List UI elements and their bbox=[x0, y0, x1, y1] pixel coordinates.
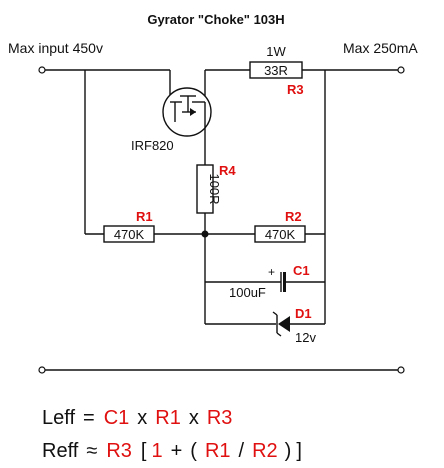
q1-part: IRF820 bbox=[131, 138, 174, 153]
resistor-r1 bbox=[103, 225, 155, 243]
r3-ref: R3 bbox=[287, 82, 304, 97]
reff-plus: + bbox=[171, 440, 183, 462]
r4-ref: R4 bbox=[219, 163, 236, 178]
reff-r2: R2 bbox=[252, 440, 278, 462]
reff-lb: [ bbox=[141, 440, 147, 462]
reff-approx: ≈ bbox=[86, 440, 97, 462]
bottom-right-terminal bbox=[397, 366, 405, 374]
leff-x1: x bbox=[137, 407, 147, 429]
bottom-left-terminal bbox=[38, 366, 46, 374]
reff-lp: ( bbox=[190, 440, 197, 462]
reff-r3: R3 bbox=[106, 440, 132, 462]
leff-eq: = bbox=[83, 407, 95, 429]
zener-d1 bbox=[272, 311, 290, 337]
r2-value: 470K bbox=[265, 227, 296, 242]
resistor-r2 bbox=[254, 225, 306, 243]
output-label: Max 250mA bbox=[343, 40, 418, 56]
d1-ref: D1 bbox=[295, 306, 312, 321]
reff-slash: / bbox=[239, 440, 245, 462]
reff-one: 1 bbox=[151, 440, 162, 462]
wires bbox=[45, 69, 398, 371]
c1-value: 100uF bbox=[229, 285, 266, 300]
mosfet-arrow bbox=[190, 108, 196, 116]
reff-lhs: Reff bbox=[42, 440, 79, 462]
d1-value: 12v bbox=[295, 330, 316, 345]
formula-leff: Leff = C1 x R1 x R3 bbox=[42, 407, 232, 429]
output-terminal bbox=[397, 66, 405, 74]
diagram-title: Gyrator "Choke" 103H bbox=[147, 12, 284, 27]
r2-ref: R2 bbox=[285, 209, 302, 224]
reff-r1: R1 bbox=[205, 440, 231, 462]
mosfet-q1 bbox=[162, 87, 212, 138]
c1-ref: C1 bbox=[293, 263, 310, 278]
c1-polarity: + bbox=[268, 265, 275, 279]
r3-rating: 1W bbox=[266, 44, 286, 59]
resistor-r4 bbox=[196, 164, 214, 214]
input-label: Max input 450v bbox=[8, 40, 103, 56]
leff-lhs: Leff bbox=[42, 407, 75, 429]
reff-rp: ) bbox=[285, 440, 292, 462]
resistor-r3 bbox=[249, 61, 303, 79]
formula-reff: Reff ≈ R3 [ 1 + ( R1 / R2 ) ] bbox=[42, 440, 302, 462]
r3-value: 33R bbox=[264, 63, 288, 78]
leff-r3: R3 bbox=[207, 407, 233, 429]
input-terminal bbox=[38, 66, 46, 74]
leff-r1: R1 bbox=[155, 407, 181, 429]
junction-node bbox=[201, 230, 209, 238]
reff-rb: ] bbox=[296, 440, 302, 462]
r1-value: 470K bbox=[114, 227, 145, 242]
leff-c1: C1 bbox=[104, 407, 130, 429]
diode-triangle bbox=[278, 316, 290, 332]
capacitor-c1 bbox=[280, 272, 286, 292]
r4-value: 100R bbox=[207, 173, 222, 204]
r1-ref: R1 bbox=[136, 209, 153, 224]
leff-x2: x bbox=[189, 407, 199, 429]
